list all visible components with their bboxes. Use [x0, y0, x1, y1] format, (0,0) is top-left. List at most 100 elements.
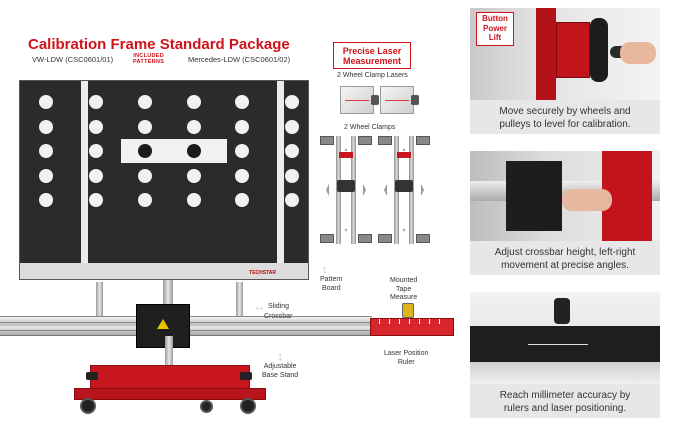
wheel-clamp	[378, 136, 430, 244]
pattern-dot	[89, 120, 103, 134]
crossbar-adjust-photo	[470, 151, 660, 241]
ruler-label-2: Ruler	[397, 358, 415, 366]
wheel-clamp	[320, 136, 372, 244]
pattern-dot	[138, 169, 152, 183]
sliding-label-1: Sliding	[268, 303, 290, 311]
caster-wheel	[200, 400, 213, 413]
laser-beam	[345, 100, 369, 101]
right-upright-post	[236, 282, 243, 318]
precise-laser-line-2: Measurement	[342, 56, 402, 66]
clamp-jaw	[378, 136, 392, 145]
board-bottom-strip	[20, 263, 308, 279]
ruler-label-1: Laser Position	[384, 350, 429, 357]
clamp-jaw	[320, 234, 334, 243]
precise-laser-line-1: Precise Laser	[342, 46, 402, 56]
crossbar-adjust-caption: Adjust crossbar height, left-right movem…	[470, 241, 660, 275]
up-down-arrow-icon: ↕	[277, 351, 283, 363]
pattern-dot	[285, 120, 299, 134]
pattern-dot	[138, 120, 152, 134]
tape-label-3: Measure	[390, 294, 418, 301]
hand	[620, 42, 656, 64]
laser-knob	[411, 95, 419, 105]
pattern-dot	[285, 95, 299, 109]
caster-wheel	[80, 398, 96, 414]
wheel-clamp-lasers-label: 2 Wheel Clamp Lasers	[337, 72, 408, 79]
included-word: INCLUDED	[133, 53, 165, 59]
lift-badge-line-1: Button	[482, 14, 508, 23]
base-stand-callout: ↕ Adjustable Base Stand	[262, 352, 298, 380]
pattern-dot	[235, 169, 249, 183]
mercedes-model-label: Mercedes-LDW (CSC0601/02)	[188, 55, 291, 64]
center-mast	[163, 255, 173, 315]
ruler-tick	[379, 319, 380, 324]
pattern-board-label-1: Pattern	[320, 276, 343, 283]
left-right-arrow-icon: ↔	[254, 301, 265, 313]
pattern-dot	[89, 144, 103, 158]
ruler-tick	[419, 319, 420, 324]
pattern-dot-dark	[138, 144, 152, 158]
wheel-clamp-laser	[380, 86, 419, 114]
leveling-knob	[240, 372, 252, 380]
caption-line-1: Adjust crossbar height, left-right	[494, 247, 636, 258]
lift-badge-line-3: Lift	[488, 33, 502, 42]
ruler-tick	[409, 319, 410, 324]
pattern-dot	[235, 193, 249, 207]
tape-label-1: Mounted	[390, 277, 418, 284]
caption-line-2: rulers and laser positioning.	[503, 403, 627, 414]
clamp-jaw	[358, 234, 372, 243]
sliding-label-2: Crossbar	[264, 313, 293, 320]
lift-motor-housing	[556, 22, 590, 78]
crossbar-carriage	[136, 304, 190, 348]
adjustable-base-stand	[90, 365, 250, 391]
precise-laser-badge: Precise Laser Measurement	[333, 42, 411, 69]
included-patterns-label: INCLUDED PATTERNS	[133, 53, 164, 65]
base-label-1: Adjustable	[263, 363, 297, 370]
pattern-dot	[187, 193, 201, 207]
pattern-dot	[39, 169, 53, 183]
pattern-dot	[285, 193, 299, 207]
board-brand-logo: TECHSTAR	[249, 270, 276, 276]
pattern-dot	[187, 95, 201, 109]
base-stand-foot	[74, 388, 266, 400]
laser-position-ruler	[370, 318, 454, 336]
package-title: Calibration Frame Standard Package	[28, 36, 290, 53]
pattern-dot	[138, 95, 152, 109]
caster-wheel	[240, 398, 256, 414]
pattern-dot	[39, 193, 53, 207]
pattern-board-callout: ↕ Pattern Board	[320, 265, 343, 293]
clamp-jaw	[358, 136, 372, 145]
board-stripe	[81, 81, 88, 279]
clamp-frame	[384, 148, 424, 232]
button-power-lift-badge: Button Power Lift	[476, 12, 514, 46]
pattern-dot	[138, 193, 152, 207]
warning-icon	[157, 319, 169, 329]
caption-line-2: pulleys to level for calibration.	[499, 119, 631, 130]
tape-measure-callout: Mounted Tape Measure	[390, 277, 417, 303]
ruler-scale	[528, 344, 588, 345]
horizontal-target-bar	[121, 139, 227, 163]
pattern-dot	[235, 95, 249, 109]
wheel-clamps-label: 2 Wheel Clamps	[344, 124, 396, 131]
carriage-block	[506, 161, 562, 231]
clamp-hub	[337, 180, 355, 192]
pattern-dot	[89, 193, 103, 207]
up-down-arrow-icon: ↕	[322, 264, 328, 276]
pattern-dot	[39, 144, 53, 158]
hand	[562, 189, 612, 211]
ruler-tick	[429, 319, 430, 324]
tape-measure	[402, 303, 414, 318]
lift-badge-line-2: Power	[482, 23, 507, 33]
caption-line-1: Move securely by wheels and	[499, 106, 631, 117]
clamp-jaw	[416, 136, 430, 145]
caption-line-2: movement at precise angles.	[501, 260, 629, 271]
power-lift-caption: Move securely by wheels and pulleys to l…	[470, 100, 660, 134]
pattern-dot	[235, 144, 249, 158]
base-label-2: Base Stand	[262, 371, 299, 379]
pattern-board-label-2: Board	[321, 284, 341, 292]
leveling-knob	[86, 372, 98, 380]
ruler-tick	[439, 319, 440, 324]
clamp-jaw	[378, 234, 392, 243]
pattern-dot	[285, 169, 299, 183]
ruler-accuracy-caption: Reach millimeter accuracy by rulers and …	[470, 384, 660, 418]
pattern-dot	[285, 144, 299, 158]
